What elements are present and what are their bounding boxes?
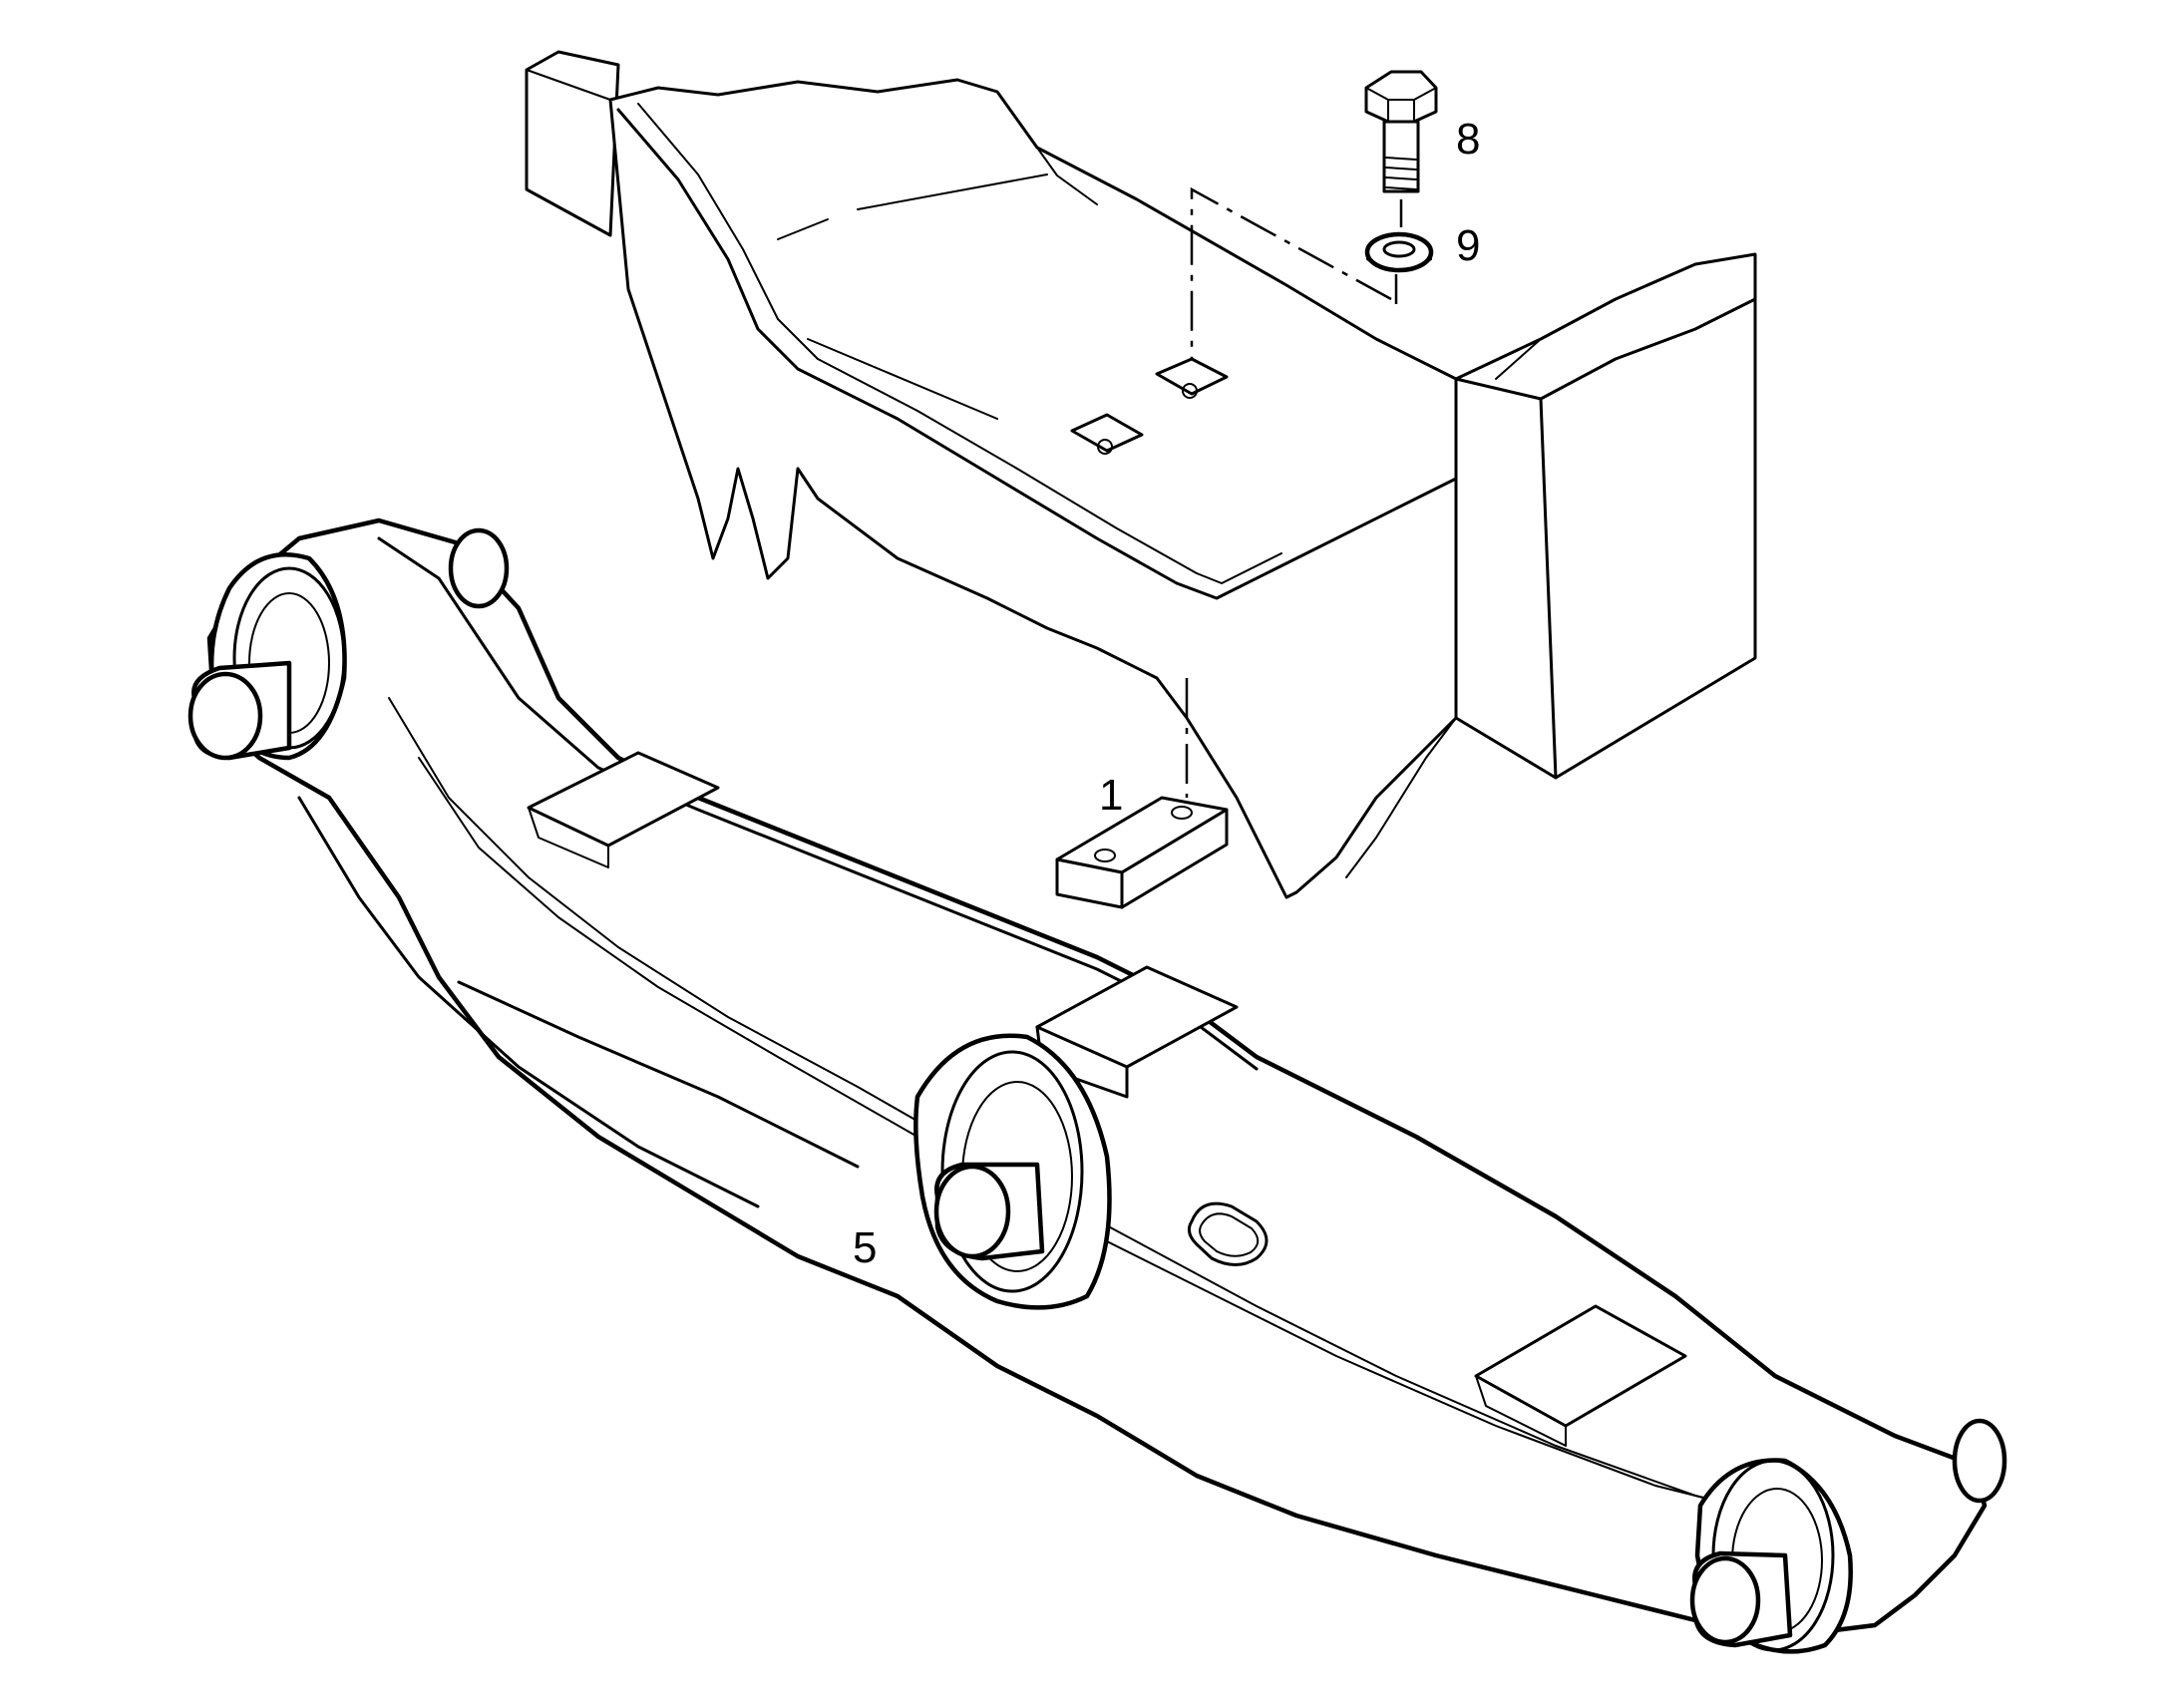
callout-9: 9 — [1456, 221, 1481, 270]
frame-bracket — [525, 50, 1757, 899]
bogie-beam — [187, 517, 2007, 1654]
washer — [1364, 231, 1434, 273]
spacer-block — [1055, 796, 1229, 909]
callout-1: 1 — [1099, 771, 1124, 820]
callout-8: 8 — [1456, 115, 1481, 164]
assembly-line-washer — [1190, 186, 1398, 359]
hex-bolt — [1364, 70, 1438, 193]
callout-5: 5 — [853, 1223, 878, 1272]
